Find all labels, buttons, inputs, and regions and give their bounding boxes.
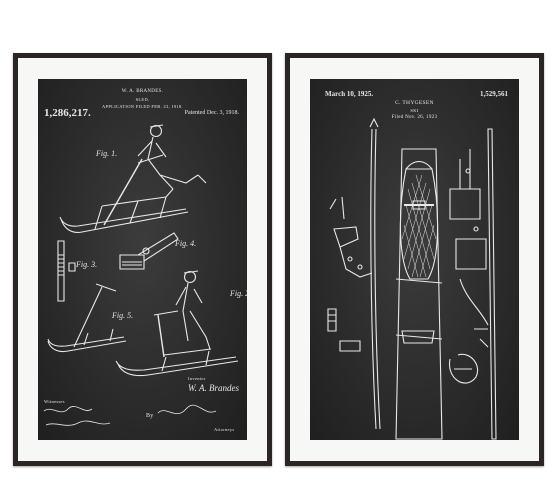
- fig4-detail: [120, 233, 178, 269]
- right-patent-number: 1,529,561: [480, 90, 508, 98]
- small-details: [328, 309, 478, 383]
- left-fig4-label: Fig. 4.: [175, 239, 197, 248]
- left-attorney-caption: Attorneys: [214, 427, 235, 432]
- left-mat: W. A. BRANDES. SLED. APPLICATION FILED F…: [18, 58, 267, 461]
- crosshatch: [402, 175, 436, 277]
- left-signature: W. A. Brandes: [188, 383, 240, 393]
- left-sled-drawing: [38, 79, 247, 440]
- fig3-bolt: [58, 241, 75, 301]
- fig1-sled-rider: [60, 125, 206, 232]
- right-ski-drawing: [310, 79, 519, 440]
- right-frame: March 10, 1925. C. THYGESEN 1,529,561 SK…: [285, 53, 544, 466]
- left-inventor: W. A. BRANDES.: [121, 89, 164, 94]
- side-ski-left: [370, 119, 380, 429]
- left-witnesses-caption: Witnesses: [44, 399, 65, 404]
- left-fig5-label: Fig. 5.: [112, 311, 134, 320]
- left-witness-signatures: [44, 406, 110, 425]
- right-date: March 10, 1925.: [325, 90, 374, 98]
- right-inventor: C. THYGESEN: [395, 100, 434, 106]
- left-fig3-label: Fig. 3.: [76, 260, 98, 269]
- binding-detail-left: [330, 197, 372, 277]
- left-fig1-label: Fig. 1.: [96, 149, 118, 158]
- left-attorney-signature: [158, 405, 216, 414]
- fig5-small-sled: [48, 284, 126, 352]
- fig2-sled-rider: [116, 271, 238, 376]
- left-by-text: By: [146, 413, 154, 419]
- right-patent-print: March 10, 1925. C. THYGESEN 1,529,561 SK…: [310, 79, 519, 440]
- main-ski-top-view: [396, 149, 442, 439]
- side-profile-right: [450, 129, 496, 439]
- left-fig2-label: Fig. 2: [230, 289, 247, 298]
- left-title: SLED.: [135, 97, 150, 102]
- left-frame: W. A. BRANDES. SLED. APPLICATION FILED F…: [13, 53, 272, 466]
- left-application-line: APPLICATION FILED FEB. 23, 1918.: [102, 104, 183, 109]
- left-patent-number: 1,286,217.: [44, 107, 91, 119]
- right-filed-line: Filed Nov. 26, 1923: [391, 115, 438, 120]
- left-patented-date: Patented Dec. 3, 1918.: [184, 110, 239, 116]
- left-inventor-caption: Inventor: [188, 376, 206, 381]
- left-patent-print: W. A. BRANDES. SLED. APPLICATION FILED F…: [38, 79, 247, 440]
- right-title: SKI: [410, 108, 419, 113]
- right-mat: March 10, 1925. C. THYGESEN 1,529,561 SK…: [290, 58, 539, 461]
